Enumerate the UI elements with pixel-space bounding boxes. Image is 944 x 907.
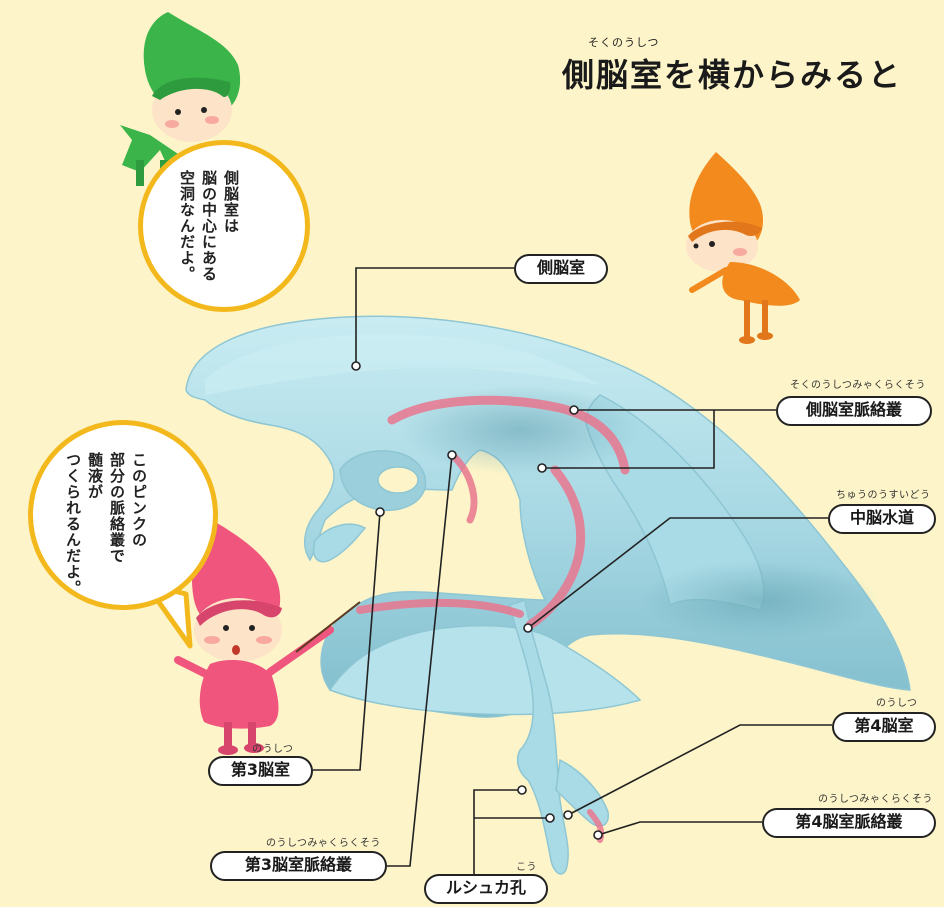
ruby-aqueduct: ちゅうのうすいどう (836, 490, 931, 501)
pink-character-icon (174, 520, 361, 755)
label-lateral-plexus: 側脳室脈絡叢 (776, 396, 932, 426)
speech-line: このピンクの (130, 452, 148, 548)
orange-character-icon (686, 152, 800, 344)
leader-lines (313, 267, 832, 878)
ruby-lateral-plexus: そくのうしつみゃくらくそう (790, 380, 926, 391)
ruby-third-ventricle: のうしつ (252, 744, 294, 755)
speech-line: 空洞なんだよ。 (178, 170, 196, 282)
speech-bubble-left (28, 420, 218, 610)
label-fourth-ventricle: 第4脳室 (832, 712, 936, 742)
speech-line: 脳の中心にある (200, 170, 218, 282)
label-lateral-ventricle: 側脳室 (514, 254, 608, 284)
ruby-fourth-plexus: のうしつみゃくらくそう (818, 794, 933, 805)
speech-line: 部分の脈絡叢で (108, 452, 126, 564)
label-third-ventricle: 第3脳室 (208, 756, 313, 786)
speech-text-top: 側脳室は 脳の中心にある 空洞なんだよ。 (176, 170, 242, 282)
label-luschka: ルシュカ孔 (424, 874, 548, 904)
speech-line: 髄液が (86, 452, 104, 500)
ruby-fourth-ventricle: のうしつ (876, 698, 918, 709)
label-third-plexus: 第3脳室脈絡叢 (210, 851, 387, 881)
lateral-ventricle-shape (185, 315, 911, 875)
speech-bubble-top (138, 140, 310, 312)
label-fourth-plexus: 第4脳室脈絡叢 (762, 808, 936, 838)
leader-dots (351, 361, 603, 840)
title-ruby: そくのうしつ (588, 36, 660, 49)
speech-line: つくられるんだよ。 (64, 452, 82, 596)
green-character-icon (120, 12, 241, 186)
page-title: 側脳室を横からみると (562, 56, 903, 94)
speech-line: 側脳室は (222, 170, 240, 234)
ruby-luschka: こう (516, 862, 537, 873)
ruby-third-plexus: のうしつみゃくらくそう (266, 838, 381, 849)
label-aqueduct: 中脳水道 (828, 504, 936, 534)
speech-text-left: このピンクの 部分の脈絡叢で 髄液が つくられるんだよ。 (62, 452, 150, 596)
